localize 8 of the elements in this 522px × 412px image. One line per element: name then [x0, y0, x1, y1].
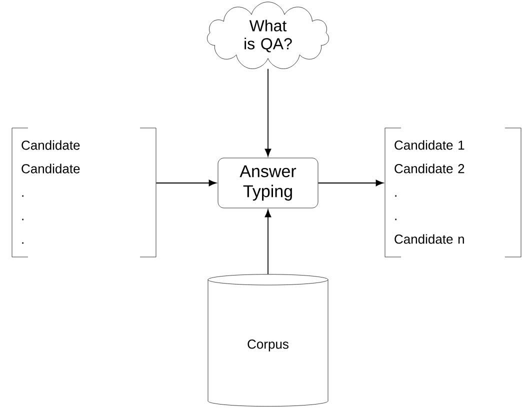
- arrow: [156, 180, 216, 186]
- database-cylinder: Corpus: [208, 274, 328, 407]
- candidate-list: Candidate 1 Candidate 2 . . Candidate n: [384, 128, 522, 258]
- arrow: [264, 210, 272, 275]
- arrow: [318, 180, 384, 186]
- arrow: [264, 68, 272, 156]
- process-box: Answer Typing: [218, 158, 318, 208]
- candidate-list: Candidate Candidate . . .: [12, 128, 156, 258]
